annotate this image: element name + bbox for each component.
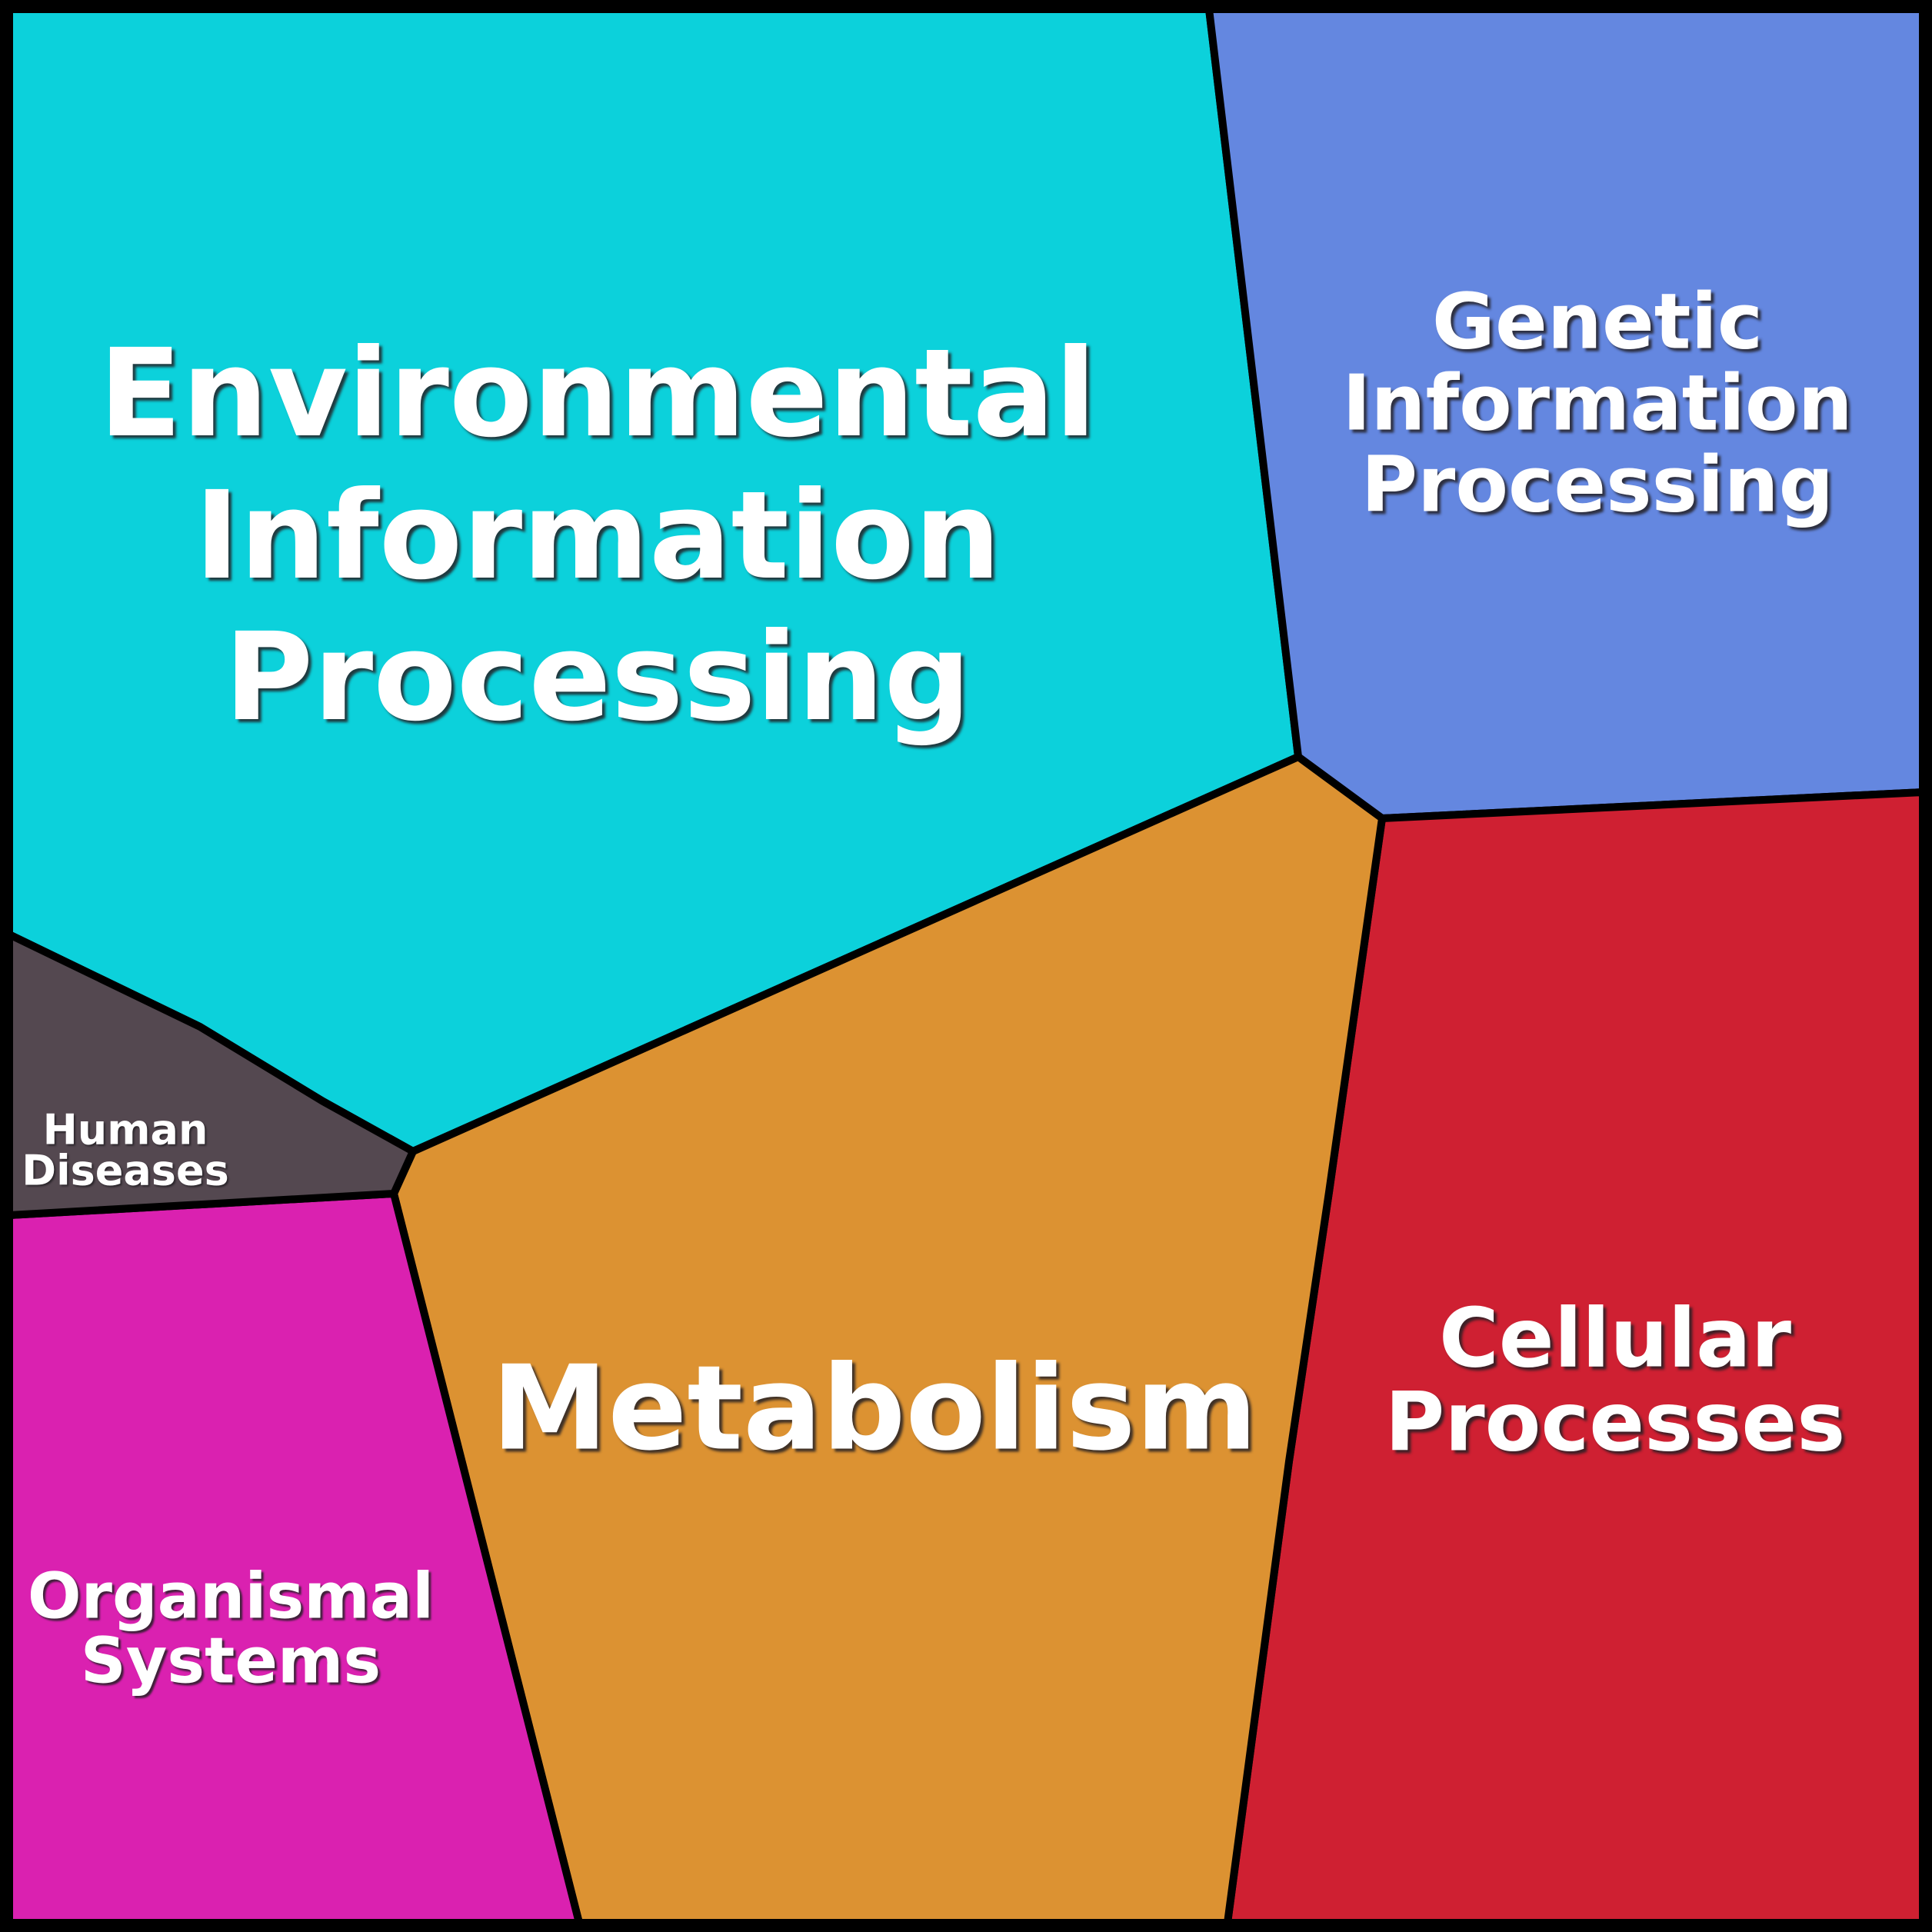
region-label-environmental-line-2: Information [195,465,1001,607]
region-shape-human-diseases [5,928,418,1220]
region-label-human-diseases-line-2: Diseases [22,1147,228,1195]
region-label-organismal-line-2: Systems [81,1625,381,1698]
region-human-diseases: Human Diseases [5,928,418,1220]
region-label-cellular-line-2: Processes [1385,1375,1846,1470]
region-label-environmental-line-1: Environmental [98,323,1096,465]
region-label-genetic-line-2: Information [1342,358,1853,448]
region-label-human-diseases-line-1: Human [43,1106,208,1154]
region-label-metabolism-line-1: Metabolism [491,1341,1257,1477]
region-label-organismal-line-1: Organismal [28,1561,434,1634]
region-label-cellular-line-1: Cellular [1439,1291,1791,1386]
region-organismal-systems: Organismal Systems [5,1189,585,1927]
region-cellular-processes: Cellular Processes [1223,788,1927,1927]
region-label-genetic-line-1: Genetic [1432,277,1763,367]
region-genetic-information-processing: Genetic Information Processing [1204,5,1927,823]
region-label-genetic-line-3: Processing [1361,440,1834,530]
region-label-environmental-line-3: Processing [225,607,971,748]
region-metabolism: Metabolism [389,752,1387,1927]
